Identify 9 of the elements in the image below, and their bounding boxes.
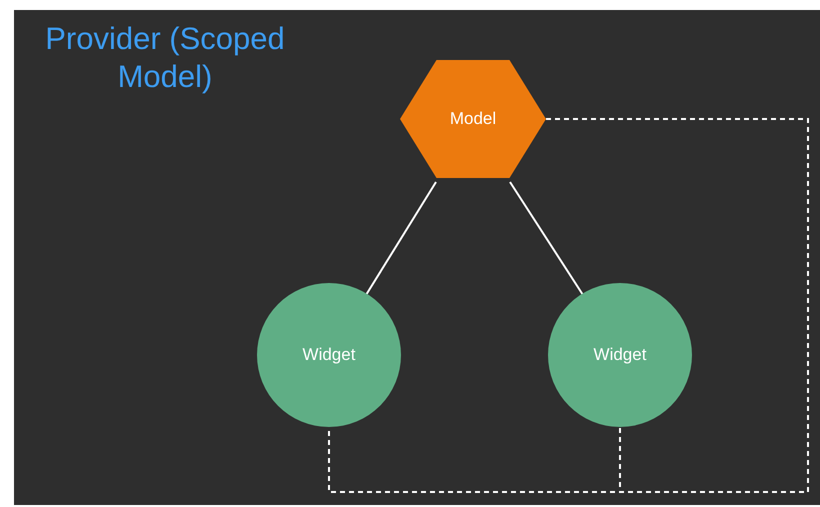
title: Provider (Scoped Model) bbox=[44, 20, 286, 96]
node-label: Widget bbox=[594, 345, 646, 365]
hexagon-node bbox=[400, 60, 546, 178]
connector-line bbox=[365, 181, 437, 296]
node-label: Model bbox=[450, 109, 496, 129]
node-label: Widget bbox=[302, 345, 356, 365]
connector-line bbox=[509, 181, 584, 296]
circle-node bbox=[548, 283, 692, 427]
circle-node bbox=[257, 283, 401, 427]
